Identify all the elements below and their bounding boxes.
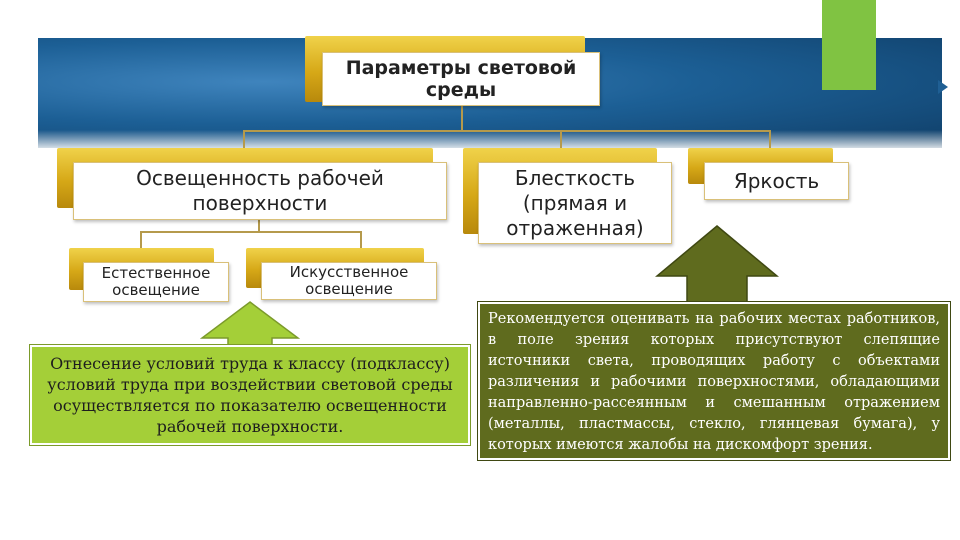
- diagram-title-node: Параметры световой среды: [322, 52, 600, 106]
- illumination-label: Освещенность рабочей поверхности: [136, 166, 384, 215]
- accent-bar: [822, 0, 876, 90]
- connector: [243, 130, 771, 132]
- illumination-node: Освещенность рабочей поверхности: [73, 162, 447, 220]
- connector: [243, 130, 245, 152]
- connector: [560, 130, 562, 152]
- header-banner-fade: [38, 130, 942, 152]
- slide-arrow-icon: [938, 80, 948, 94]
- artificial-light-label: Искусственное освещение: [289, 263, 409, 298]
- glare-label: Блесткость (прямая и отраженная): [506, 165, 644, 240]
- classification-note-text: Отнесение условий труда к классу (подкла…: [47, 354, 453, 436]
- connector: [461, 103, 463, 131]
- connector: [140, 231, 142, 249]
- connector: [769, 130, 771, 152]
- recommendation-note: Рекомендуется оценивать на рабочих места…: [477, 301, 951, 461]
- brightness-node: Яркость: [704, 162, 849, 200]
- recommendation-note-text: Рекомендуется оценивать на рабочих места…: [488, 311, 940, 453]
- connector: [360, 231, 362, 249]
- classification-note: Отнесение условий труда к классу (подкла…: [29, 344, 471, 446]
- diagram-title: Параметры световой среды: [345, 57, 577, 101]
- artificial-light-node: Искусственное освещение: [261, 262, 437, 300]
- connector: [140, 231, 362, 233]
- natural-light-label: Естественное освещение: [101, 264, 211, 299]
- connector: [258, 220, 260, 232]
- glare-node: Блесткость (прямая и отраженная): [478, 162, 672, 244]
- natural-light-node: Естественное освещение: [83, 262, 229, 302]
- brightness-label: Яркость: [733, 168, 820, 193]
- arrow-up-glare-icon: [655, 225, 779, 303]
